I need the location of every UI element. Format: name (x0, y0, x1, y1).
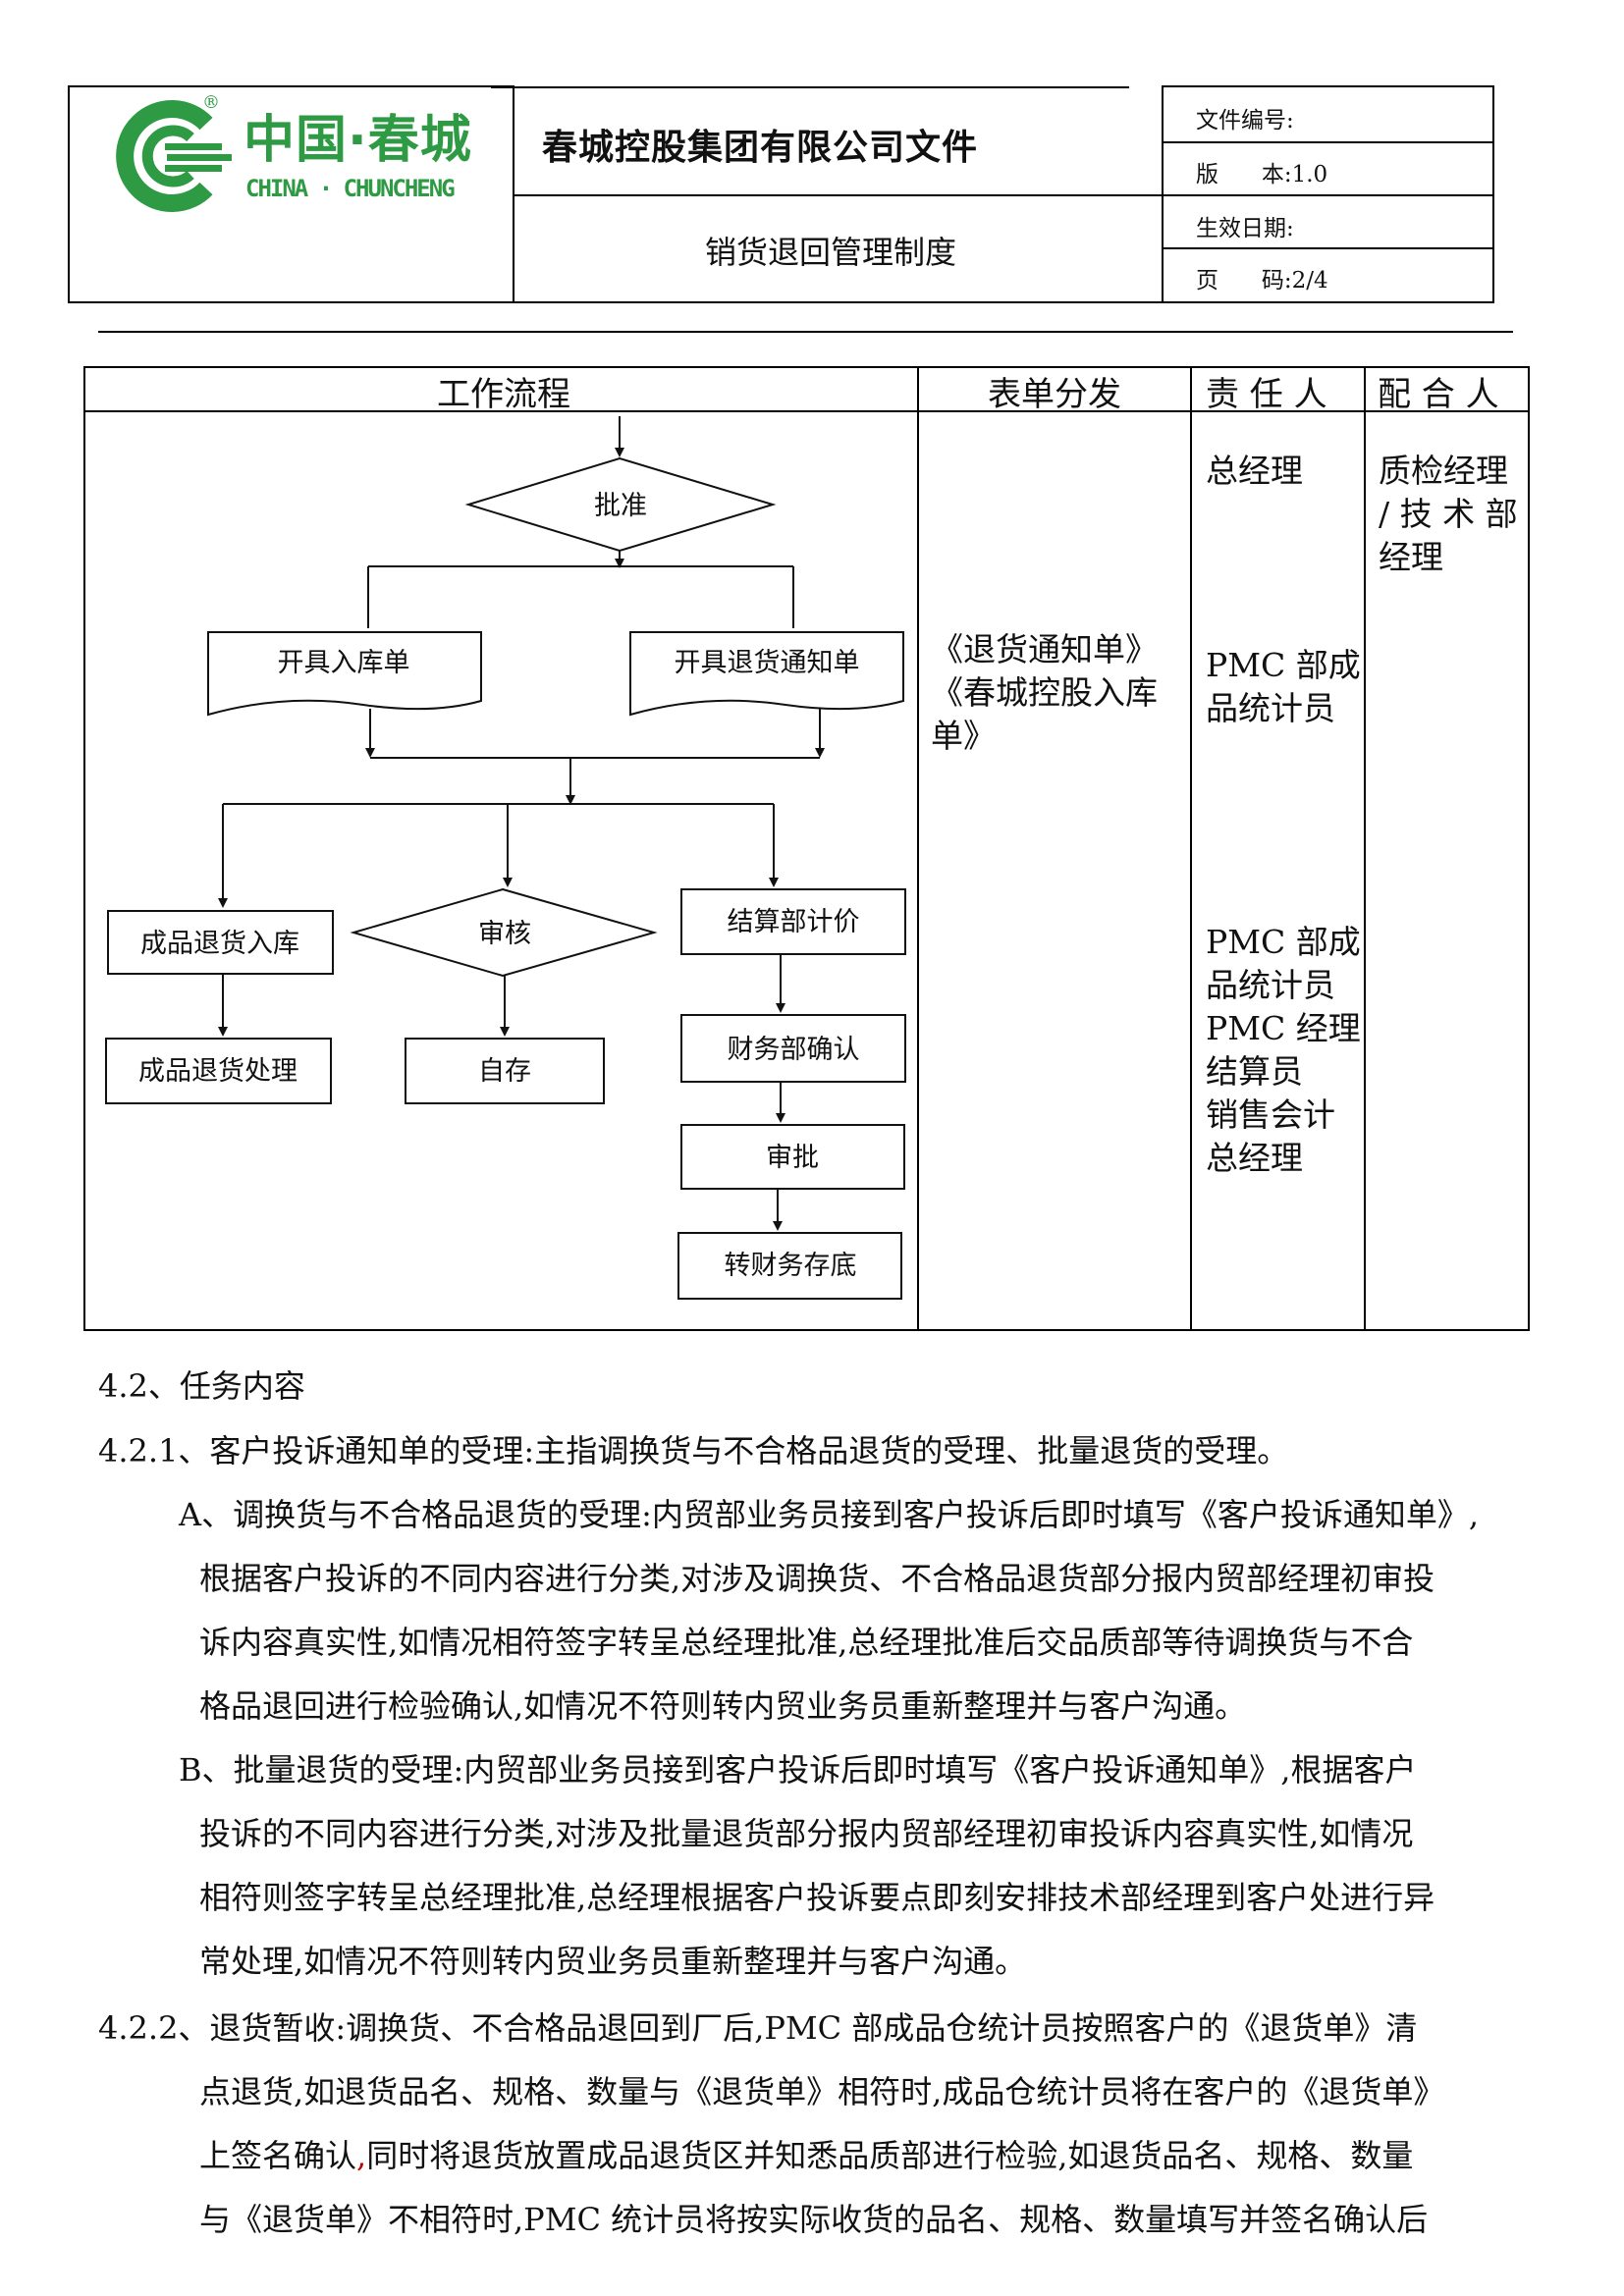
item-A-line-1: A、调换货与不合格品退货的受理:内贸部业务员接到客户投诉后即时填写《客户投诉通知… (179, 1496, 1480, 1533)
coop-line-1: 质检经理 (1379, 452, 1508, 490)
item-A-line-2: 根据客户投诉的不同内容进行分类,对涉及调换货、不合格品退货部分报内贸部经理初审投 (199, 1560, 1435, 1597)
section-4-2-heading: 4.2、任务内容 (98, 1367, 305, 1405)
effective-date-label: 生效日期: (1196, 216, 1294, 241)
chuncheng-logo-mark (116, 100, 232, 212)
col-header-cooperator: 配 合 人 (1378, 375, 1499, 414)
logo-registered-mark: ® (202, 92, 220, 113)
resp-line-4: 结算员 (1206, 1052, 1303, 1091)
form-return-notice: 《退货通知单》 (931, 630, 1158, 668)
page-number-label: 页 码:2/4 (1196, 268, 1328, 294)
sec-4-2-2-line-2: 点退货,如退货品名、规格、数量与《退货单》相符时,成品仓统计员将在客户的《退货单… (199, 2073, 1445, 2110)
red-comma: , (356, 2137, 367, 2174)
settle-price-box (680, 888, 906, 955)
header-divider (98, 331, 1513, 333)
inbound-label: 开具入库单 (278, 648, 410, 678)
section-4-2-2: 4.2.2、退货暂收:调换货、不合格品退回到厂后,PMC 部成品仓统计员按照客户… (98, 1997, 1444, 2252)
settle-price-label: 结算部计价 (728, 907, 860, 937)
fg-return-in-label: 成品退货入库 (140, 929, 299, 959)
resp-general-manager: 总经理 (1206, 452, 1303, 490)
item-A-line-4: 格品退回进行检验确认,如情况不符则转内贸业务员重新整理并与客户沟通。 (199, 1687, 1247, 1725)
col-header-workflow: 工作流程 (437, 375, 570, 414)
item-B-line-3: 相符则签字转呈总经理批准,总经理根据客户投诉要点即刻安排技术部经理到客户处进行异 (199, 1879, 1435, 1916)
return-notice-label: 开具退货通知单 (675, 648, 860, 678)
review-label: 审核 (478, 919, 531, 949)
logo-chinese: 中国·春城 (244, 111, 472, 170)
fg-return-in-box (107, 910, 334, 975)
final-approve-box (680, 1124, 905, 1190)
item-B: B、批量退货的受理:内贸部业务员接到客户投诉后即时填写《客户投诉通知单》,根据客… (179, 1738, 1435, 1994)
resp-line-3: PMC 经理 (1206, 1009, 1361, 1047)
sec-4-2-2-line-3b: 同时将退货放置成品退货区并知悉品质部进行检验,如退货品名、规格、数量 (366, 2137, 1414, 2174)
responsible-issue: PMC 部成 品统计员 (1206, 644, 1361, 730)
resp-line-2: 品统计员 (1206, 966, 1335, 1004)
document-title: 销货退回管理制度 (705, 234, 957, 271)
sec-4-2-2-line-4: 与《退货单》不相符时,PMC 统计员将按实际收货的品名、规格、数量填写并签名确认… (199, 2201, 1429, 2238)
responsible-approve: 总经理 (1206, 450, 1303, 493)
finance-confirm-box (680, 1014, 906, 1083)
logo-english: CHINA · CHUNCHENG (245, 175, 456, 202)
forms-list: 《退货通知单》 《春城控股入库 单》 (931, 628, 1158, 758)
item-A-line-3: 诉内容真实性,如情况相符签字转呈总经理批准,总经理批准后交品质部等待调换货与不合 (199, 1624, 1414, 1661)
item-A: A、调换货与不合格品退货的受理:内贸部业务员接到客户投诉后即时填写《客户投诉通知… (179, 1483, 1479, 1738)
form-inbound-line1: 《春城控股入库 (931, 673, 1158, 712)
doc-number-label: 文件编号: (1196, 108, 1294, 133)
section-4-2-1: 4.2.1、客户投诉通知单的受理:主指调换货与不合格品退货的受理、批量退货的受理… (98, 1432, 1289, 1469)
final-approve-label: 审批 (766, 1143, 819, 1173)
coop-line-3: 经理 (1379, 538, 1443, 576)
finance-file-box (677, 1232, 902, 1300)
self-keep-label: 自存 (478, 1056, 531, 1087)
company-logo: ® 中国·春城 CHINA · CHUNCHENG (96, 90, 489, 223)
responsible-process: PMC 部成 品统计员 PMC 经理 结算员 销售会计 总经理 (1206, 921, 1361, 1180)
item-B-line-2: 投诉的不同内容进行分类,对涉及批量退货部分报内贸部经理初审投诉内容真实性,如情况 (199, 1815, 1414, 1852)
resp-line-6: 总经理 (1206, 1139, 1303, 1177)
review-diamond (350, 887, 658, 978)
coop-line-2: / 技 术 部 (1379, 495, 1518, 533)
sec-4-2-2-line-3: 上签名确认,同时将退货放置成品退货区并知悉品质部进行检验,如退货品名、规格、数量 (199, 2124, 1444, 2188)
sec-4-2-2-line-3a: 上签名确认 (199, 2137, 357, 2174)
approve-label: 批准 (594, 491, 647, 521)
col-header-forms: 表单分发 (988, 375, 1121, 414)
return-flowchart: 批准 开具入库单 开具退货通知单 成品退货入库 审核 结算部计价 成品退货处理 … (105, 416, 906, 1300)
fg-return-handle-label: 成品退货处理 (138, 1056, 298, 1087)
resp-line-1: PMC 部成 (1206, 923, 1361, 961)
version-label: 版 本:1.0 (1196, 162, 1328, 187)
return-notice-document-shape (629, 631, 904, 717)
resp-line-5: 销售会计 (1206, 1095, 1335, 1134)
form-inbound-line2: 单》 (931, 717, 996, 755)
finance-file-label: 转财务存底 (725, 1251, 857, 1281)
company-doc-title: 春城控股集团有限公司文件 (542, 127, 979, 168)
inbound-document-shape (207, 631, 482, 717)
self-keep-box (405, 1038, 605, 1104)
finance-confirm-label: 财务部确认 (728, 1035, 860, 1065)
resp-pmc-2: 品统计员 (1206, 689, 1335, 727)
cooperator-list: 质检经理 / 技 术 部 经理 (1379, 450, 1518, 579)
resp-pmc-1: PMC 部成 (1206, 646, 1361, 684)
fg-return-handle-box (105, 1038, 332, 1104)
col-header-responsible: 责 任 人 (1206, 375, 1327, 414)
item-B-line-4: 常处理,如情况不符则转内贸业务员重新整理并与客户沟通。 (199, 1943, 1027, 1980)
sec-4-2-2-line-1: 4.2.2、退货暂收:调换货、不合格品退回到厂后,PMC 部成品仓统计员按照客户… (98, 2009, 1418, 2047)
item-B-line-1: B、批量退货的受理:内贸部业务员接到客户投诉后即时填写《客户投诉通知单》,根据客… (179, 1751, 1417, 1789)
